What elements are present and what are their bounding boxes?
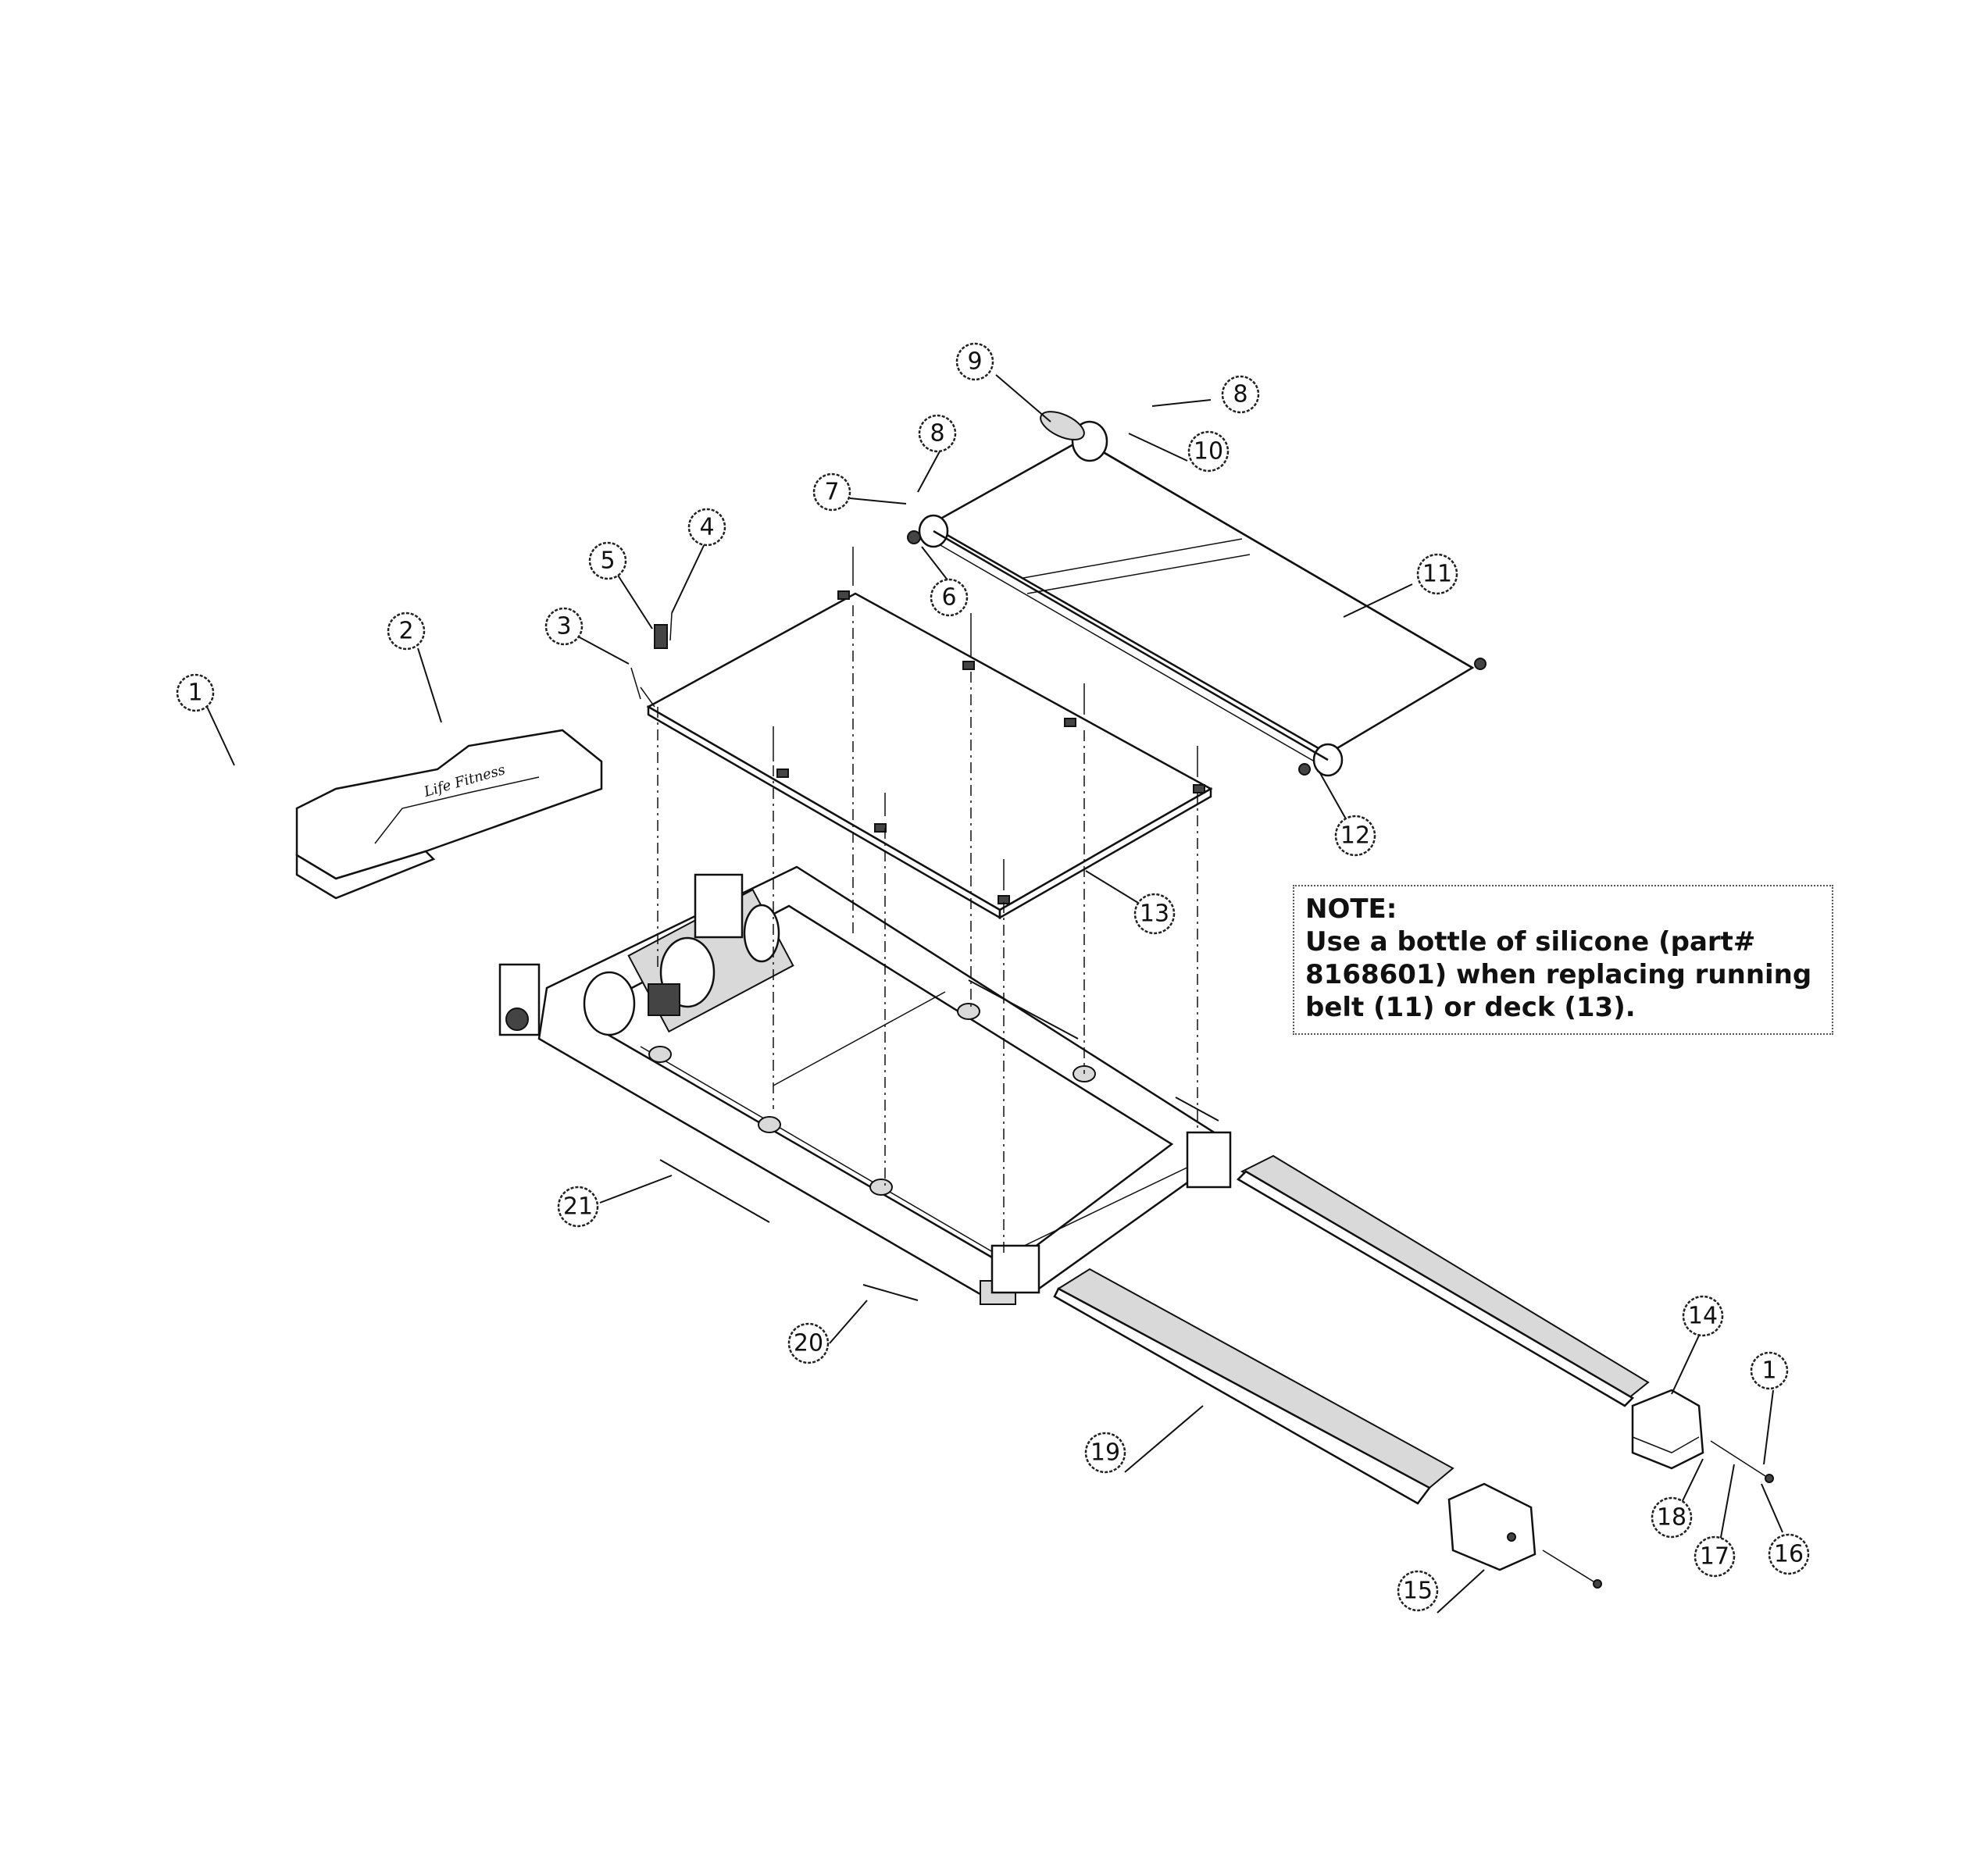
motor-hood: Life Fitness (295, 729, 603, 900)
svg-text:10: 10 (1194, 438, 1223, 465)
deck-mount-hardware (630, 612, 673, 708)
svg-text:8: 8 (930, 420, 944, 448)
decal-21 (659, 1159, 770, 1223)
svg-text:18: 18 (1657, 1504, 1686, 1532)
treadmill-frame (498, 865, 1232, 1305)
running-belt (907, 438, 1487, 777)
side-rail-left (1053, 1268, 1454, 1505)
callout-8-front: 8 (918, 414, 957, 453)
callout-1-hood: 1 (176, 673, 215, 712)
note-body: Use a bottle of silicone (part# 8168601)… (1305, 926, 1812, 1023)
callout-9: 9 (955, 342, 994, 381)
silicone-note: NOTE: Use a bottle of silicone (part# 81… (1293, 885, 1833, 1035)
note-title: NOTE: (1305, 893, 1397, 925)
svg-text:7: 7 (824, 479, 839, 506)
svg-text:14: 14 (1688, 1303, 1718, 1330)
endcap-fasteners (1542, 1440, 1774, 1589)
drive-motor (583, 888, 794, 1036)
callout-19: 19 (1084, 1432, 1126, 1474)
rear-endcap-right (1631, 1389, 1704, 1470)
svg-text:6: 6 (941, 584, 956, 612)
deck (646, 547, 1213, 1257)
decal-20 (862, 1284, 919, 1301)
callout-4: 4 (687, 508, 726, 547)
svg-text:8: 8 (1233, 381, 1247, 408)
callout-15: 15 (1397, 1570, 1439, 1612)
callout-8-rear: 8 (1221, 375, 1260, 414)
svg-text:1: 1 (187, 679, 202, 707)
callout-2: 2 (387, 612, 426, 651)
svg-text:5: 5 (600, 547, 615, 575)
callout-1-endcap: 1 (1750, 1351, 1789, 1390)
svg-text:19: 19 (1090, 1439, 1120, 1467)
callout-6: 6 (930, 578, 969, 617)
callout-18: 18 (1651, 1496, 1693, 1539)
callout-14: 14 (1682, 1295, 1724, 1337)
svg-text:1: 1 (1761, 1357, 1776, 1385)
svg-text:15: 15 (1403, 1578, 1433, 1605)
drive-pulley (1040, 411, 1108, 462)
svg-text:17: 17 (1700, 1543, 1729, 1571)
svg-text:21: 21 (563, 1193, 593, 1221)
svg-text:16: 16 (1774, 1541, 1804, 1568)
callout-11: 11 (1416, 553, 1458, 595)
callout-5: 5 (588, 541, 627, 580)
callout-20: 20 (787, 1322, 830, 1364)
svg-text:11: 11 (1422, 561, 1452, 588)
callout-13: 13 (1133, 893, 1176, 935)
callout-7: 7 (812, 473, 851, 512)
svg-text:4: 4 (699, 514, 714, 541)
callout-21: 21 (557, 1186, 599, 1228)
rear-endcap-left (1447, 1482, 1537, 1571)
svg-text:12: 12 (1340, 822, 1370, 850)
callout-12: 12 (1334, 815, 1376, 857)
svg-text:2: 2 (398, 618, 413, 645)
callout-10: 10 (1187, 430, 1230, 473)
side-rail-right (1236, 1154, 1650, 1407)
callout-3: 3 (544, 607, 584, 646)
svg-text:20: 20 (794, 1330, 823, 1357)
svg-text:9: 9 (967, 348, 982, 376)
callout-17: 17 (1694, 1535, 1736, 1578)
svg-text:13: 13 (1140, 900, 1169, 928)
leader-lines (206, 374, 1783, 1614)
svg-text:3: 3 (556, 613, 571, 640)
callout-16: 16 (1768, 1533, 1810, 1575)
